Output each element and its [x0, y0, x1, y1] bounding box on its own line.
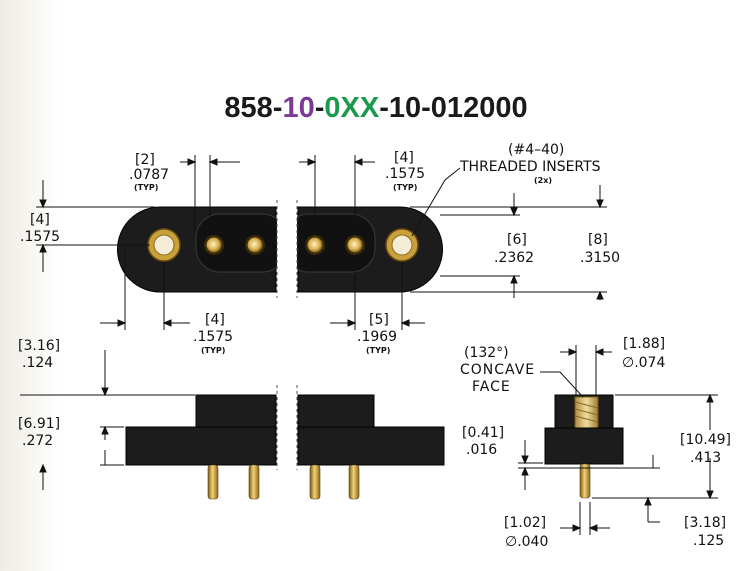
left-edge-shade — [0, 0, 60, 571]
dim-bottom-left-in: .1575 — [193, 329, 233, 345]
dim-pitch-top-in: .1575 — [385, 166, 425, 182]
part-number-dash: - — [314, 92, 325, 124]
front-flange-left — [125, 426, 277, 466]
concave-angle: (132°) — [464, 345, 509, 361]
front-pin-1 — [207, 464, 219, 500]
top-view-dimension-lines — [36, 155, 607, 330]
dim-upper-height-mm: [3.16] — [18, 338, 60, 354]
dim-bottom-left-note: (TYP) — [201, 346, 225, 355]
top-view — [117, 200, 443, 300]
part-number-option: 0XX — [324, 92, 380, 124]
dim-flange-height-in: .272 — [22, 433, 53, 449]
side-pin — [579, 463, 591, 499]
dim-overall-width-in: .3150 — [580, 250, 620, 266]
dim-pin-dia-side-in: ∅.040 — [505, 534, 548, 550]
dim-pitch-top-mm: [4] — [394, 150, 414, 166]
concave-label: CONCAVE — [460, 362, 535, 378]
front-upper-block-right — [297, 394, 375, 428]
dimension-labels: [2] .0787 (TYP) [4] .1575 (TYP) (#4–40) … — [18, 142, 731, 550]
dim-flange-height-mm: [6.91] — [18, 416, 60, 432]
dim-pin-dia-mm: [2] — [135, 152, 155, 168]
dim-pin-dia-side-mm: [1.02] — [504, 515, 546, 531]
dim-pin-length-mm: [3.18] — [684, 515, 726, 531]
dim-pin-dia-note: (TYP) — [134, 183, 158, 192]
front-pin-3 — [309, 464, 321, 500]
dim-pitch-top-note: (TYP) — [393, 183, 417, 192]
insert-count: (2x) — [534, 176, 552, 185]
top-break-gap — [277, 200, 297, 300]
front-pin-4 — [348, 464, 360, 500]
insert-thread-size: (#4–40) — [508, 142, 564, 158]
dim-overall-height-in: .413 — [690, 450, 721, 466]
part-number-title: 858-10-0XX-10-012000 — [0, 92, 752, 125]
dim-body-width-in: .2362 — [494, 250, 534, 266]
dim-bottom-left-mm: [4] — [205, 312, 225, 328]
concave-face-label: FACE — [472, 379, 511, 395]
dim-insert-dia-in: ∅.074 — [622, 355, 665, 371]
insert-label: THREADED INSERTS — [459, 159, 601, 175]
dim-left-mm: [4] — [30, 212, 50, 228]
dim-body-width-mm: [6] — [507, 232, 527, 248]
side-flange — [544, 427, 624, 465]
dim-left-in: .1575 — [20, 229, 60, 245]
side-view — [544, 394, 624, 499]
front-view-dimension-lines — [20, 350, 195, 490]
side-view-dimension-lines — [518, 345, 718, 535]
part-number-suffix: -10-012000 — [379, 92, 528, 124]
dim-bottom-right-mm: [5] — [369, 312, 389, 328]
front-upper-block-left — [195, 394, 277, 428]
dim-bottom-right-note: (TYP) — [366, 346, 390, 355]
dim-standoff-in: .016 — [466, 442, 497, 458]
dim-bottom-right-in: .1969 — [357, 329, 397, 345]
front-view — [125, 385, 445, 500]
part-number-positions: 10 — [282, 92, 315, 124]
dim-overall-width-mm: [8] — [588, 232, 608, 248]
dim-pin-dia-in: .0787 — [129, 167, 169, 183]
front-pin-2 — [248, 464, 260, 500]
dim-pin-length-in: .125 — [693, 533, 724, 549]
dim-insert-dia-mm: [1.88] — [623, 336, 665, 352]
dim-upper-height-in: .124 — [22, 355, 53, 371]
front-flange-right — [297, 426, 445, 466]
dim-overall-height-mm: [10.49] — [680, 432, 731, 448]
dim-standoff-mm: [0.41] — [462, 425, 504, 441]
part-number-prefix: 858- — [224, 92, 283, 124]
